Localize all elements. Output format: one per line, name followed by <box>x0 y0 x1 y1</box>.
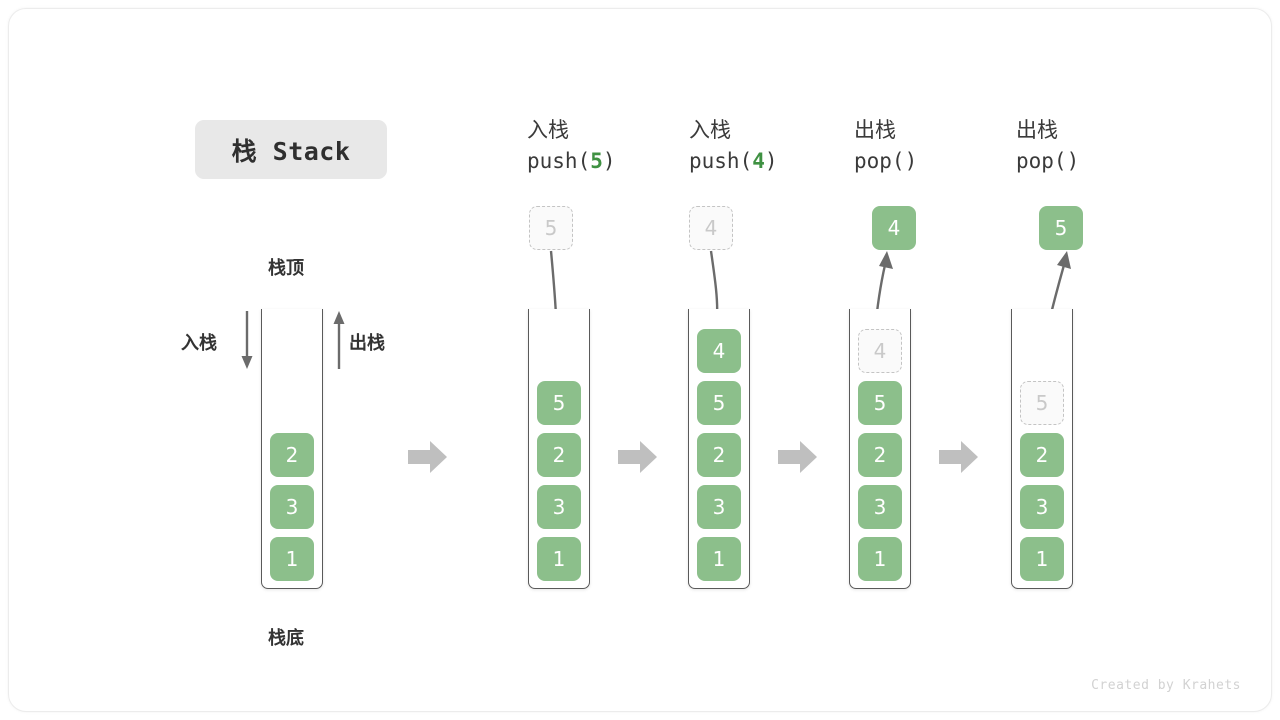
header-fn-suffix: ) <box>1066 149 1080 173</box>
stack-cell: 1 <box>270 537 314 581</box>
stack-cell: 2 <box>1020 433 1064 477</box>
stack-bottom-label: 栈底 <box>268 628 304 649</box>
push-label-left: 入栈 <box>181 333 217 354</box>
column-header-push-4: 入栈 push(4) <box>689 115 859 177</box>
stack-cell: 4 <box>697 329 741 373</box>
column-header-line1: 出栈 <box>1016 118 1058 142</box>
stack-cell: 1 <box>537 537 581 581</box>
floating-popped-cell: 5 <box>1039 206 1083 250</box>
stack-cell: 2 <box>537 433 581 477</box>
stack-container-push-4: 4 5 2 3 1 <box>688 309 750 589</box>
stack-cell: 1 <box>1020 537 1064 581</box>
header-fn-suffix: ) <box>904 149 918 173</box>
column-header-line2: push(5) <box>527 145 697 177</box>
page-title: 栈 Stack <box>231 136 351 166</box>
stack-cell: 1 <box>858 537 902 581</box>
floating-ghost-cell: 5 <box>529 206 573 250</box>
diagram-card: 栈 Stack 栈顶 入栈 出栈 2 3 1 栈底 入栈 push(5) 5 5… <box>8 8 1272 712</box>
diagram-title-chip: 栈 Stack <box>195 120 387 179</box>
stack-cell: 5 <box>697 381 741 425</box>
stack-container-pop-1: 4 5 2 3 1 <box>849 309 911 589</box>
column-header-line1: 出栈 <box>854 118 896 142</box>
header-fn-arg: 4 <box>752 149 765 173</box>
stack-cell: 2 <box>697 433 741 477</box>
step-separator-arrow <box>408 441 447 473</box>
header-fn-prefix: pop( <box>1016 149 1067 173</box>
column-header-line1: 入栈 <box>527 118 569 142</box>
stack-container-push-5: 5 2 3 1 <box>528 309 590 589</box>
step-separator-arrow <box>618 441 657 473</box>
column-header-push-5: 入栈 push(5) <box>527 115 697 177</box>
stack-cell: 2 <box>858 433 902 477</box>
stack-cell: 3 <box>1020 485 1064 529</box>
column-header-line1: 入栈 <box>689 118 731 142</box>
header-fn-prefix: pop( <box>854 149 905 173</box>
header-fn-arg: 5 <box>590 149 603 173</box>
push-direction-arrow <box>241 311 253 369</box>
header-fn-prefix: push( <box>527 149 591 173</box>
pop-direction-arrow <box>333 311 345 369</box>
column-header-line2: pop() <box>854 145 1024 177</box>
floating-popped-cell: 4 <box>872 206 916 250</box>
stack-cell: 3 <box>697 485 741 529</box>
header-fn-suffix: ) <box>602 149 616 173</box>
column-header-pop-2: 出栈 pop() <box>1016 115 1186 177</box>
stack-cell: 5 <box>858 381 902 425</box>
stack-cell: 3 <box>537 485 581 529</box>
stack-cell: 5 <box>537 381 581 425</box>
pop-label-right: 出栈 <box>349 333 385 354</box>
stack-container-pop-2: 5 2 3 1 <box>1011 309 1073 589</box>
stack-cell: 1 <box>697 537 741 581</box>
column-header-line2: pop() <box>1016 145 1186 177</box>
step-separator-arrow <box>939 441 978 473</box>
column-header-line2: push(4) <box>689 145 859 177</box>
step-separator-arrow <box>778 441 817 473</box>
stack-cell: 3 <box>270 485 314 529</box>
stack-ghost-cell: 4 <box>858 329 902 373</box>
stack-ghost-cell: 5 <box>1020 381 1064 425</box>
stack-cell: 2 <box>270 433 314 477</box>
column-header-pop-1: 出栈 pop() <box>854 115 1024 177</box>
header-fn-prefix: push( <box>689 149 753 173</box>
stack-container-initial: 2 3 1 <box>261 309 323 589</box>
credit-text: Created by Krahets <box>1091 678 1241 693</box>
header-fn-suffix: ) <box>764 149 778 173</box>
stack-cell: 3 <box>858 485 902 529</box>
floating-ghost-cell: 4 <box>689 206 733 250</box>
stack-top-label: 栈顶 <box>268 258 304 279</box>
